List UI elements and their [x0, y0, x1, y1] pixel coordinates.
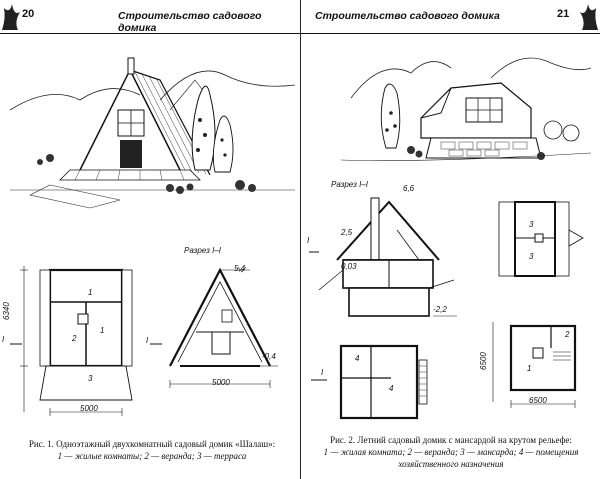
aframe-house-illustration [9, 57, 296, 209]
corner-ornament-icon [0, 0, 22, 34]
section-drawing [309, 197, 457, 317]
room-label: 4 [389, 384, 394, 393]
page-number: 20 [22, 8, 35, 20]
elevation-mark: 0,03 [341, 262, 357, 271]
plan-height-dim: 6340 [2, 302, 11, 320]
section-width-dim: 5000 [212, 378, 230, 387]
room-label: 2 [565, 330, 570, 339]
left-page: 20 Строительство садового домика [0, 0, 300, 462]
figure-caption: Рис. 2. Летний садовый домик с мансардой… [305, 434, 597, 470]
plan-width-dim: 6500 [529, 396, 547, 405]
room-label: 2 [72, 334, 77, 343]
room-label: 3 [529, 252, 534, 261]
running-title: Строительство садового домика [315, 10, 500, 22]
elevation-top: 6,6 [403, 184, 415, 193]
axis-mark-left: I [2, 335, 5, 344]
caption-line: Рис. 1. Одноэтажный двухкомнатный садовы… [28, 439, 276, 449]
room-label: 1 [527, 364, 532, 373]
axis-mark-section: I [146, 336, 149, 345]
floor-plan-drawing [10, 266, 133, 416]
elevation-mark: -2,2 [433, 305, 447, 314]
section-drawing [150, 266, 278, 388]
left-header [0, 6, 300, 34]
elevation-bottom: -0,4 [262, 352, 276, 361]
elevation-mark: 2,5 [341, 228, 353, 237]
page-number: 21 [557, 8, 570, 20]
room-label: 3 [529, 220, 534, 229]
ground-floor-plan-drawing [492, 322, 577, 408]
right-header [301, 6, 600, 34]
basement-plan-drawing [311, 344, 428, 420]
elevation-top: 5,4 [234, 264, 246, 273]
caption-line: хозяйственного назначения [398, 459, 504, 469]
section-label: Разрез I–I [331, 180, 368, 189]
room-label: 1 [88, 288, 93, 297]
figure-caption: Рис. 1. Одноэтажный двухкомнатный садовы… [4, 438, 300, 462]
caption-line: 1 — жилые комнаты; 2 — веранда; 3 — терр… [57, 451, 247, 461]
caption-line: 1 — жилая комната; 2 — веранда; 3 — манс… [323, 447, 579, 457]
axis-mark-basement: I [321, 368, 324, 377]
caption-line: Рис. 2. Летний садовый домик с мансардой… [330, 435, 572, 445]
axis-mark-section: I [307, 236, 310, 245]
hillside-house-illustration [340, 57, 592, 161]
room-label: 4 [355, 354, 360, 363]
corner-ornament-icon [580, 4, 598, 30]
running-title: Строительство садового домика [118, 10, 262, 34]
attic-plan-drawing [498, 201, 584, 277]
room-label: 1 [100, 326, 105, 335]
room-label: 3 [88, 374, 93, 383]
section-label: Разрез I–I [184, 246, 221, 255]
plan-width-dim: 5000 [80, 404, 98, 413]
plan-height-dim: 6500 [479, 352, 488, 370]
right-page: Строительство садового домика 21 Разрез … [300, 0, 600, 479]
